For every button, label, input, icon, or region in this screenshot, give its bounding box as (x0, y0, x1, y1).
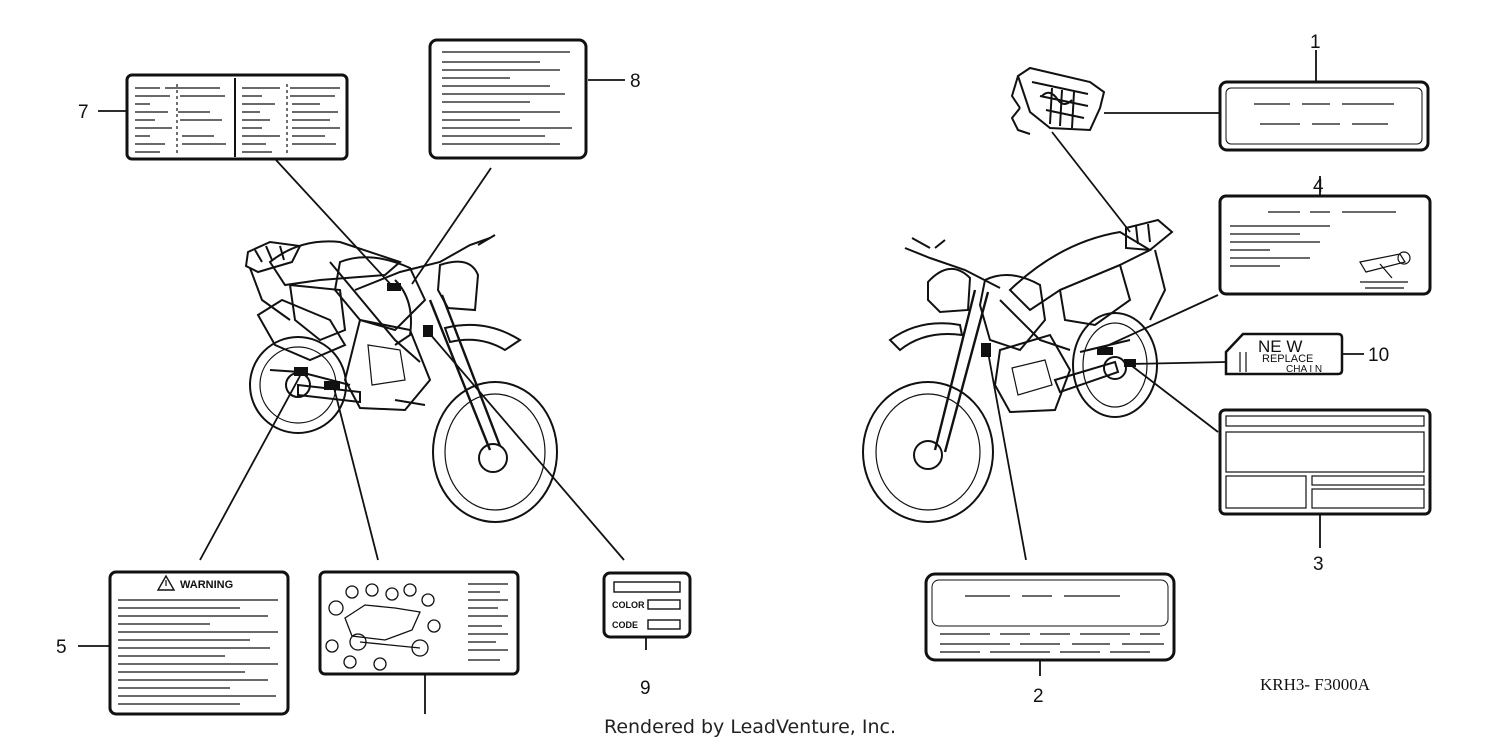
label-7 (125, 73, 349, 161)
rear-rack-detail (1010, 66, 1106, 135)
footer-credit: Rendered by LeadVenture, Inc. (603, 716, 897, 738)
callout-9: 9 (640, 678, 651, 699)
label-8 (428, 38, 588, 160)
code-label-text: CODE (612, 620, 638, 630)
label-1 (1218, 80, 1430, 152)
label-6 (318, 570, 520, 676)
label-9-color-code: COLOR CODE (602, 571, 692, 639)
warning-triangle-icon (156, 574, 176, 591)
color-label-text: COLOR (612, 600, 645, 610)
callout-8: 8 (630, 71, 641, 92)
label-5-warning: WARNING (108, 570, 290, 716)
warning-label-text: WARNING (180, 579, 233, 591)
callout-5: 5 (56, 637, 67, 658)
motorcycle-right-side-view (862, 218, 1174, 523)
diagram-code: KRH3- F3000A (1260, 675, 1371, 694)
replace-text: REPLACE (1262, 353, 1313, 365)
callout-3: 3 (1313, 554, 1324, 575)
new-w-text: NE W (1258, 337, 1302, 356)
callout-numbers: 7 8 5 6 9 1 4 10 3 2 (56, 32, 1389, 707)
leader-lines (78, 50, 1364, 714)
callout-7: 7 (78, 102, 89, 123)
label-10-replace-chain: NE W REPLACE CHA I N (1224, 332, 1344, 376)
callout-1: 1 (1310, 32, 1321, 53)
parts-diagram: WARNING COLOR CODE (56, 32, 1432, 716)
callout-2: 2 (1033, 686, 1044, 707)
chain-text: CHA I N (1286, 364, 1322, 375)
callout-4: 4 (1313, 176, 1324, 197)
label-3 (1218, 408, 1432, 516)
label-2 (924, 572, 1176, 662)
motorcycle-left-side-view (244, 234, 558, 523)
callout-10: 10 (1368, 345, 1389, 366)
label-4 (1218, 194, 1432, 296)
